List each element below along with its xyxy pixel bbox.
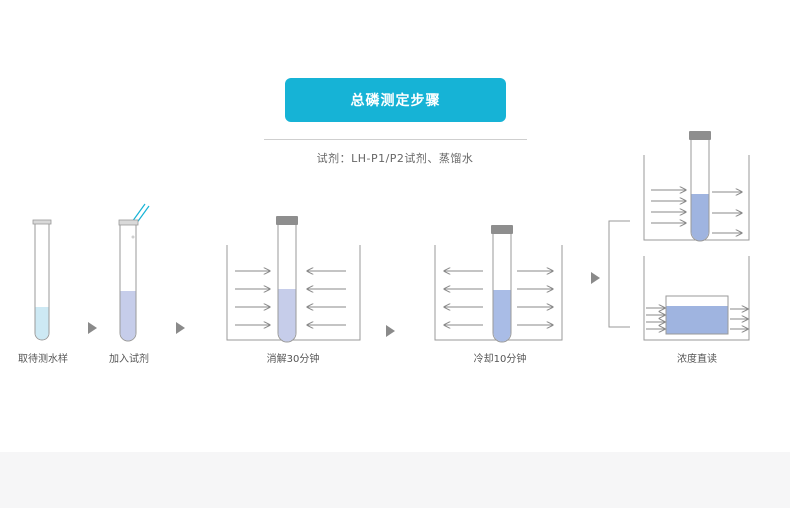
step-label-sample: 取待测水样 xyxy=(18,354,68,365)
step-label-digest: 消解30分钟 xyxy=(266,354,320,365)
step-arrow-icon xyxy=(386,325,395,337)
step-label-cool: 冷却10分钟 xyxy=(473,354,527,365)
cooling-flow-arrows xyxy=(444,271,553,325)
step-arrow-icon xyxy=(176,322,185,334)
footer-band xyxy=(0,452,790,508)
reader-tube-view xyxy=(643,131,750,242)
reagents-caption: 试剂：LH-P1/P2试剂、蒸馏水 xyxy=(316,152,474,165)
tube-reagent xyxy=(118,203,150,342)
page-title: 总磷测定步骤 xyxy=(285,78,506,122)
step-arrow-icon xyxy=(88,322,97,334)
title-divider xyxy=(264,139,527,140)
beaker-cooling xyxy=(434,225,563,343)
heat-flow-arrows xyxy=(235,271,346,325)
reader-cuvette-view xyxy=(643,256,750,341)
step-arrow-icon xyxy=(591,272,600,284)
bracket xyxy=(608,220,630,328)
step-label-read: 浓度直读 xyxy=(677,354,717,365)
light-beam-arrows xyxy=(651,190,742,233)
tube-sample xyxy=(32,219,52,341)
light-beam-arrows xyxy=(646,308,748,329)
beaker-digestion xyxy=(226,216,361,343)
step-label-add-reagent: 加入试剂 xyxy=(109,354,149,365)
